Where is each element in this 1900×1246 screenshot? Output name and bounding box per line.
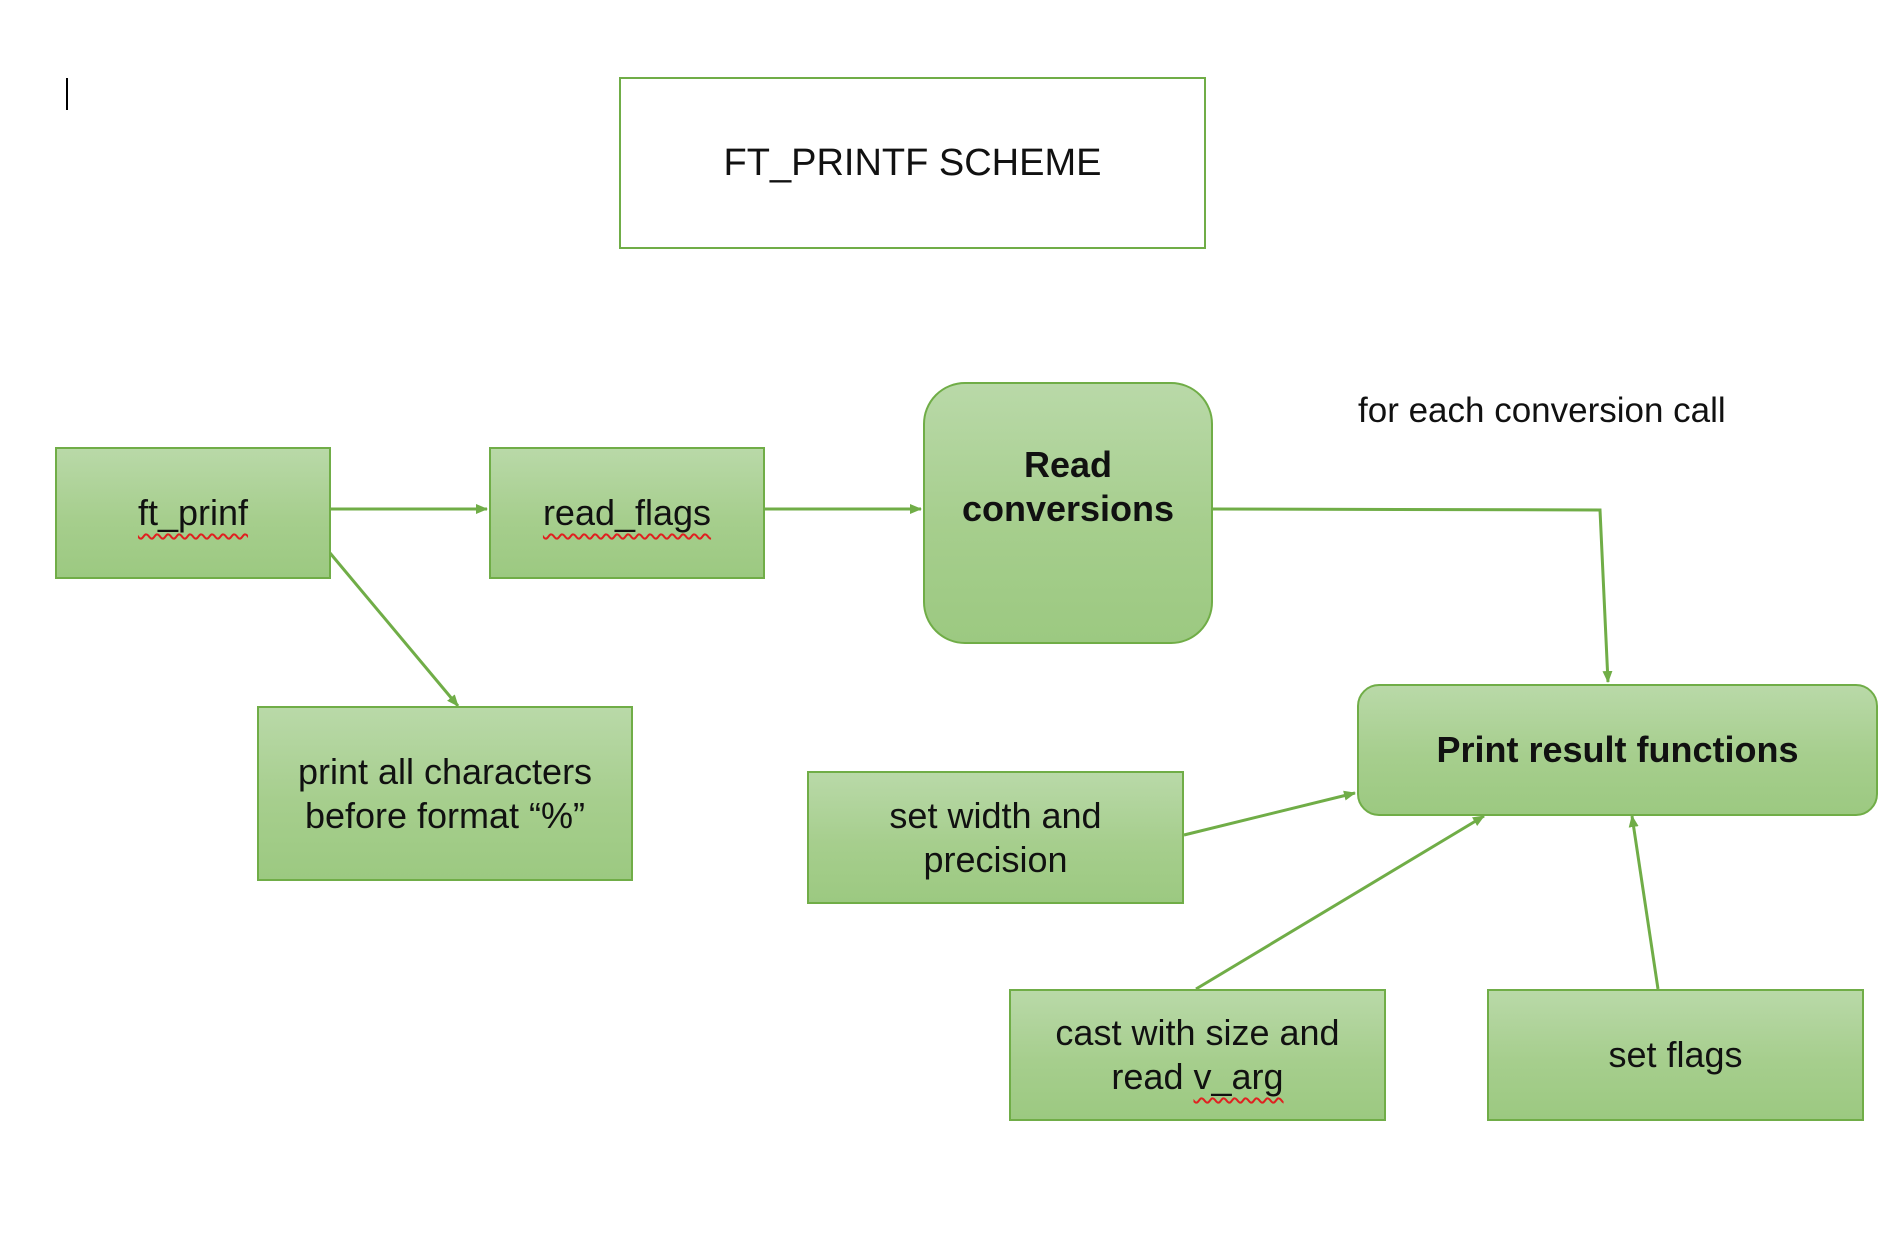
node-set-width-precision: set width and precision [807, 771, 1184, 904]
diagram-title-box: FT_PRINTF SCHEME [619, 77, 1206, 249]
loop-note: for each conversion call [1358, 391, 1726, 430]
node-read-conversions-line2: conversions [961, 488, 1175, 529]
node-read-conversions: Read conversions [923, 382, 1213, 644]
edge-cast-to-printresult [1195, 814, 1485, 991]
node-cast-read-varg-label: cast with size and read v_arg [1055, 1011, 1339, 1099]
node-read-conversions-label: Read conversions [962, 443, 1174, 531]
node-cast-read-varg-line2: read v_arg [1055, 1055, 1339, 1099]
node-cast-read-varg: cast with size and read v_arg [1009, 989, 1386, 1121]
node-cast-read-varg-line2-word: v_arg [1193, 1056, 1284, 1097]
node-print-before-format-line1: print all characters [297, 750, 593, 792]
node-set-width-precision-line1: set width and [889, 794, 1102, 836]
node-read-flags-label: read_flags [542, 492, 712, 534]
node-set-flags-label: set flags [1608, 1034, 1743, 1076]
node-ft-printf-label: ft_prinf [137, 492, 249, 534]
node-read-conversions-line1: Read [1023, 444, 1113, 486]
node-read-flags: read_flags [489, 447, 765, 579]
edge-setflags-to-printresult [1628, 815, 1660, 990]
edge-readconversions-to-printresult [1211, 507, 1613, 683]
node-print-result-functions-label: Print result functions [1436, 729, 1799, 771]
node-set-width-precision-label: set width and precision [889, 794, 1101, 882]
node-cast-read-varg-line1: cast with size and [1055, 1012, 1340, 1054]
text-cursor [66, 78, 68, 110]
edge-ftprintf-to-printbefore [328, 552, 460, 707]
node-print-result-functions: Print result functions [1357, 684, 1878, 816]
node-cast-read-varg-line2-prefix: read [1111, 1056, 1194, 1097]
node-set-flags: set flags [1487, 989, 1864, 1121]
node-ft-printf: ft_prinf [55, 447, 331, 579]
edge-widthprecision-to-printresult [1183, 790, 1356, 837]
node-set-width-precision-line2: precision [923, 838, 1068, 880]
node-print-before-format: print all characters before format “%” [257, 706, 633, 881]
node-print-before-format-label: print all characters before format “%” [298, 750, 592, 838]
node-print-before-format-line2: before format “%” [304, 794, 586, 836]
diagram-title: FT_PRINTF SCHEME [723, 141, 1102, 184]
